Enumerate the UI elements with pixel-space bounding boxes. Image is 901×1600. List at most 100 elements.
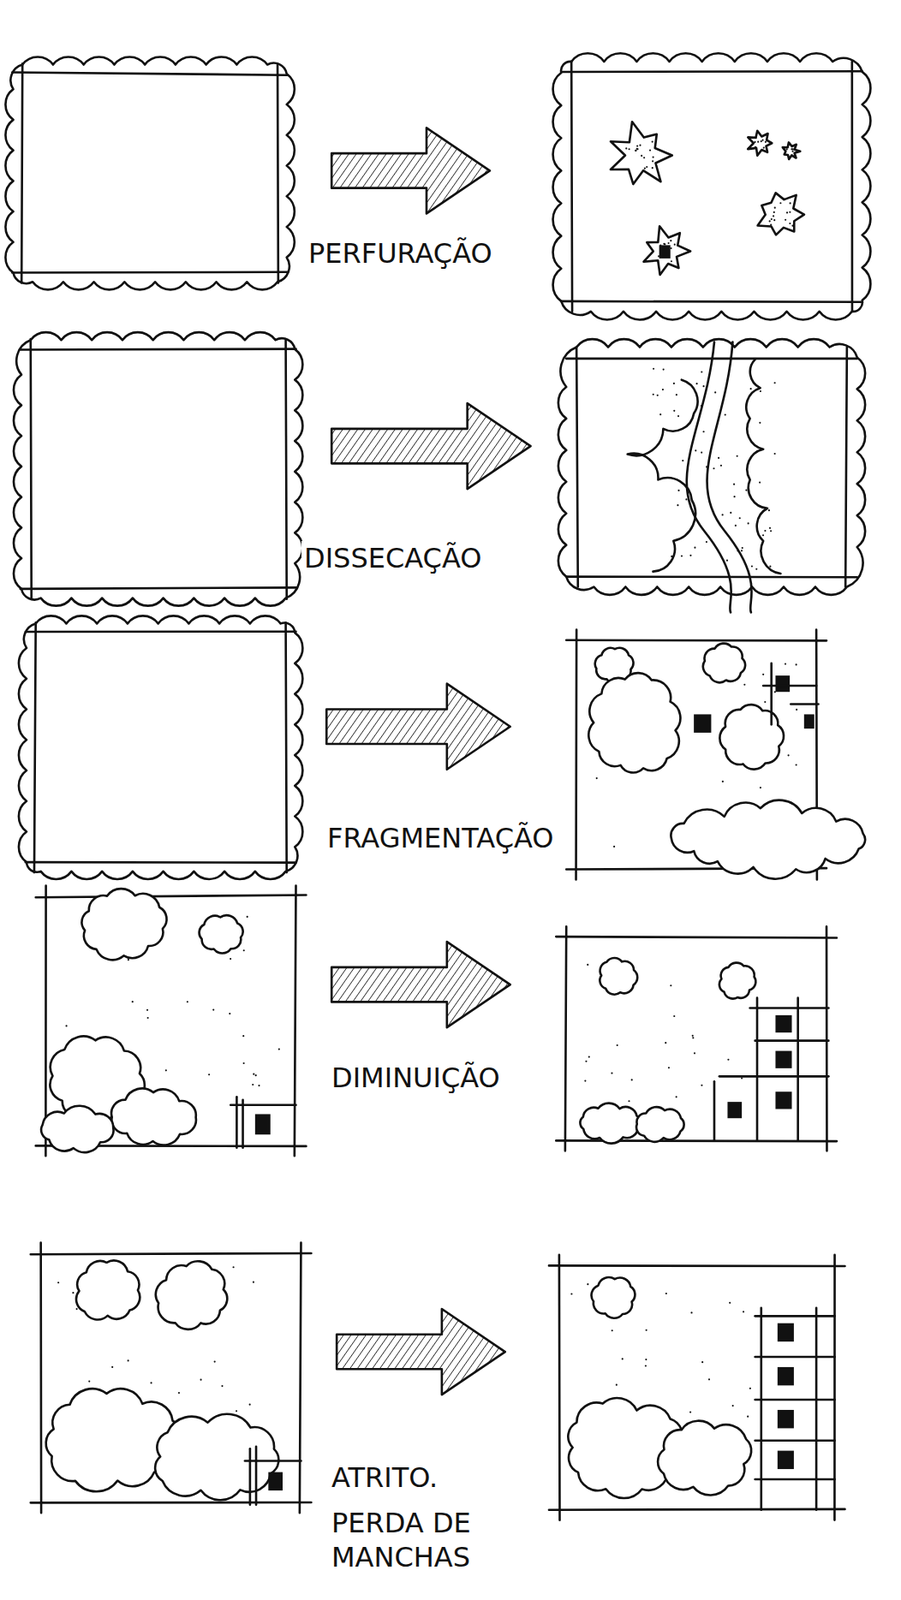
stipple-dot xyxy=(252,1282,255,1284)
forest-edge xyxy=(553,53,872,320)
stipple-dot xyxy=(278,1048,281,1051)
stipple-dot xyxy=(668,242,670,245)
stipple-dot xyxy=(795,663,798,666)
stipple-dot xyxy=(757,141,759,144)
vegetation-patch xyxy=(657,1421,752,1497)
stipple-dot xyxy=(662,369,665,371)
road xyxy=(707,342,752,614)
stipple-dot xyxy=(769,566,771,568)
stipple-dot xyxy=(741,547,744,549)
stipple-dot xyxy=(786,148,788,150)
stipple-dot xyxy=(232,1266,235,1269)
stipple-dot xyxy=(690,1312,693,1314)
stipple-dot xyxy=(178,1392,180,1395)
stipple-dot xyxy=(665,1293,668,1295)
stipple-dot xyxy=(762,534,764,537)
stipple-dot xyxy=(645,1330,648,1332)
building xyxy=(777,1367,794,1386)
stipple-dot xyxy=(71,1292,74,1295)
stipple-dot xyxy=(755,137,758,139)
stipple-dot xyxy=(257,1085,260,1087)
stipple-dot xyxy=(57,1282,60,1284)
process-arrow xyxy=(331,403,531,490)
stipple-dot xyxy=(147,1017,150,1020)
stipple-dot xyxy=(705,541,708,543)
stipple-dot xyxy=(616,1044,619,1047)
stipple-dot xyxy=(749,1388,752,1391)
sketch-line xyxy=(255,1447,258,1506)
building xyxy=(659,244,671,258)
frame-line xyxy=(566,575,858,579)
frame-line xyxy=(35,895,307,898)
sketch-line xyxy=(755,1315,836,1319)
stipple-dot xyxy=(611,1330,614,1332)
stipple-dot xyxy=(656,394,659,397)
vegetation-patch xyxy=(588,673,681,773)
frame-line xyxy=(20,587,297,590)
frame-line xyxy=(570,61,574,312)
stipple-dot xyxy=(779,202,782,204)
vegetation-patch xyxy=(155,1261,227,1331)
stipple-dot xyxy=(88,1381,90,1384)
stipple-dot xyxy=(675,1096,678,1098)
stipple-dot xyxy=(677,489,680,492)
stipple-dot xyxy=(111,1366,114,1369)
stipple-dot xyxy=(768,509,770,512)
stipple-dot xyxy=(727,1059,729,1062)
stipple-dot xyxy=(651,141,654,144)
building xyxy=(255,1114,271,1135)
vegetation-patch xyxy=(636,1107,685,1143)
stipple-dot xyxy=(773,219,776,221)
building xyxy=(775,1091,792,1110)
stipple-dot xyxy=(742,1311,745,1313)
process-arrow xyxy=(336,1309,506,1396)
stipple-dot xyxy=(759,390,762,393)
stipple-dot xyxy=(200,1379,203,1382)
stipple-dot xyxy=(733,495,735,498)
process-label: FRAGMENTAÇÃO xyxy=(324,821,556,856)
vegetation-patch xyxy=(719,963,756,1000)
sketch-line xyxy=(755,1479,836,1482)
stipple-dot xyxy=(790,148,793,150)
stipple-dot xyxy=(127,959,130,961)
frame-line xyxy=(30,1502,312,1505)
stipple-dot xyxy=(746,1416,749,1419)
stipple-dot xyxy=(720,465,722,467)
stipple-dot xyxy=(645,166,648,168)
stipple-dot xyxy=(146,1009,149,1012)
stipple-dot xyxy=(208,1074,210,1076)
stipple-dot xyxy=(636,148,639,150)
stipple-dot xyxy=(739,517,741,520)
stipple-dot xyxy=(751,565,753,567)
stipple-dot xyxy=(694,449,697,452)
stipple-dot xyxy=(246,916,249,919)
stipple-dot xyxy=(652,155,655,158)
stipple-dot xyxy=(685,498,687,501)
road xyxy=(686,342,732,614)
stipple-dot xyxy=(669,984,672,987)
stipple-dot xyxy=(220,1385,223,1388)
stipple-dot xyxy=(651,167,654,169)
stipple-dot xyxy=(787,754,790,757)
stipple-dot xyxy=(753,141,756,144)
stipple-dot xyxy=(724,413,727,416)
sketch-line xyxy=(769,663,773,725)
process-label: ATRITO. xyxy=(328,1461,441,1496)
frame-line xyxy=(555,1139,837,1143)
stipple-dot xyxy=(763,147,765,150)
stipple-dot xyxy=(668,1067,670,1069)
vegetation-patch xyxy=(76,1260,140,1320)
process-label: DISSECAÇÃO xyxy=(301,541,484,576)
frame-line xyxy=(39,1243,42,1515)
stipple-dot xyxy=(791,148,794,150)
forest-edge xyxy=(627,380,699,573)
stipple-dot xyxy=(795,709,798,711)
stipple-dot xyxy=(249,1404,251,1407)
stipple-dot xyxy=(643,156,645,159)
stipple-dot xyxy=(728,1302,731,1305)
frame-line xyxy=(548,1264,846,1268)
stipple-dot xyxy=(252,1074,255,1076)
stipple-dot xyxy=(613,846,615,848)
stipple-dot xyxy=(743,684,746,687)
stipple-dot xyxy=(701,1361,704,1364)
